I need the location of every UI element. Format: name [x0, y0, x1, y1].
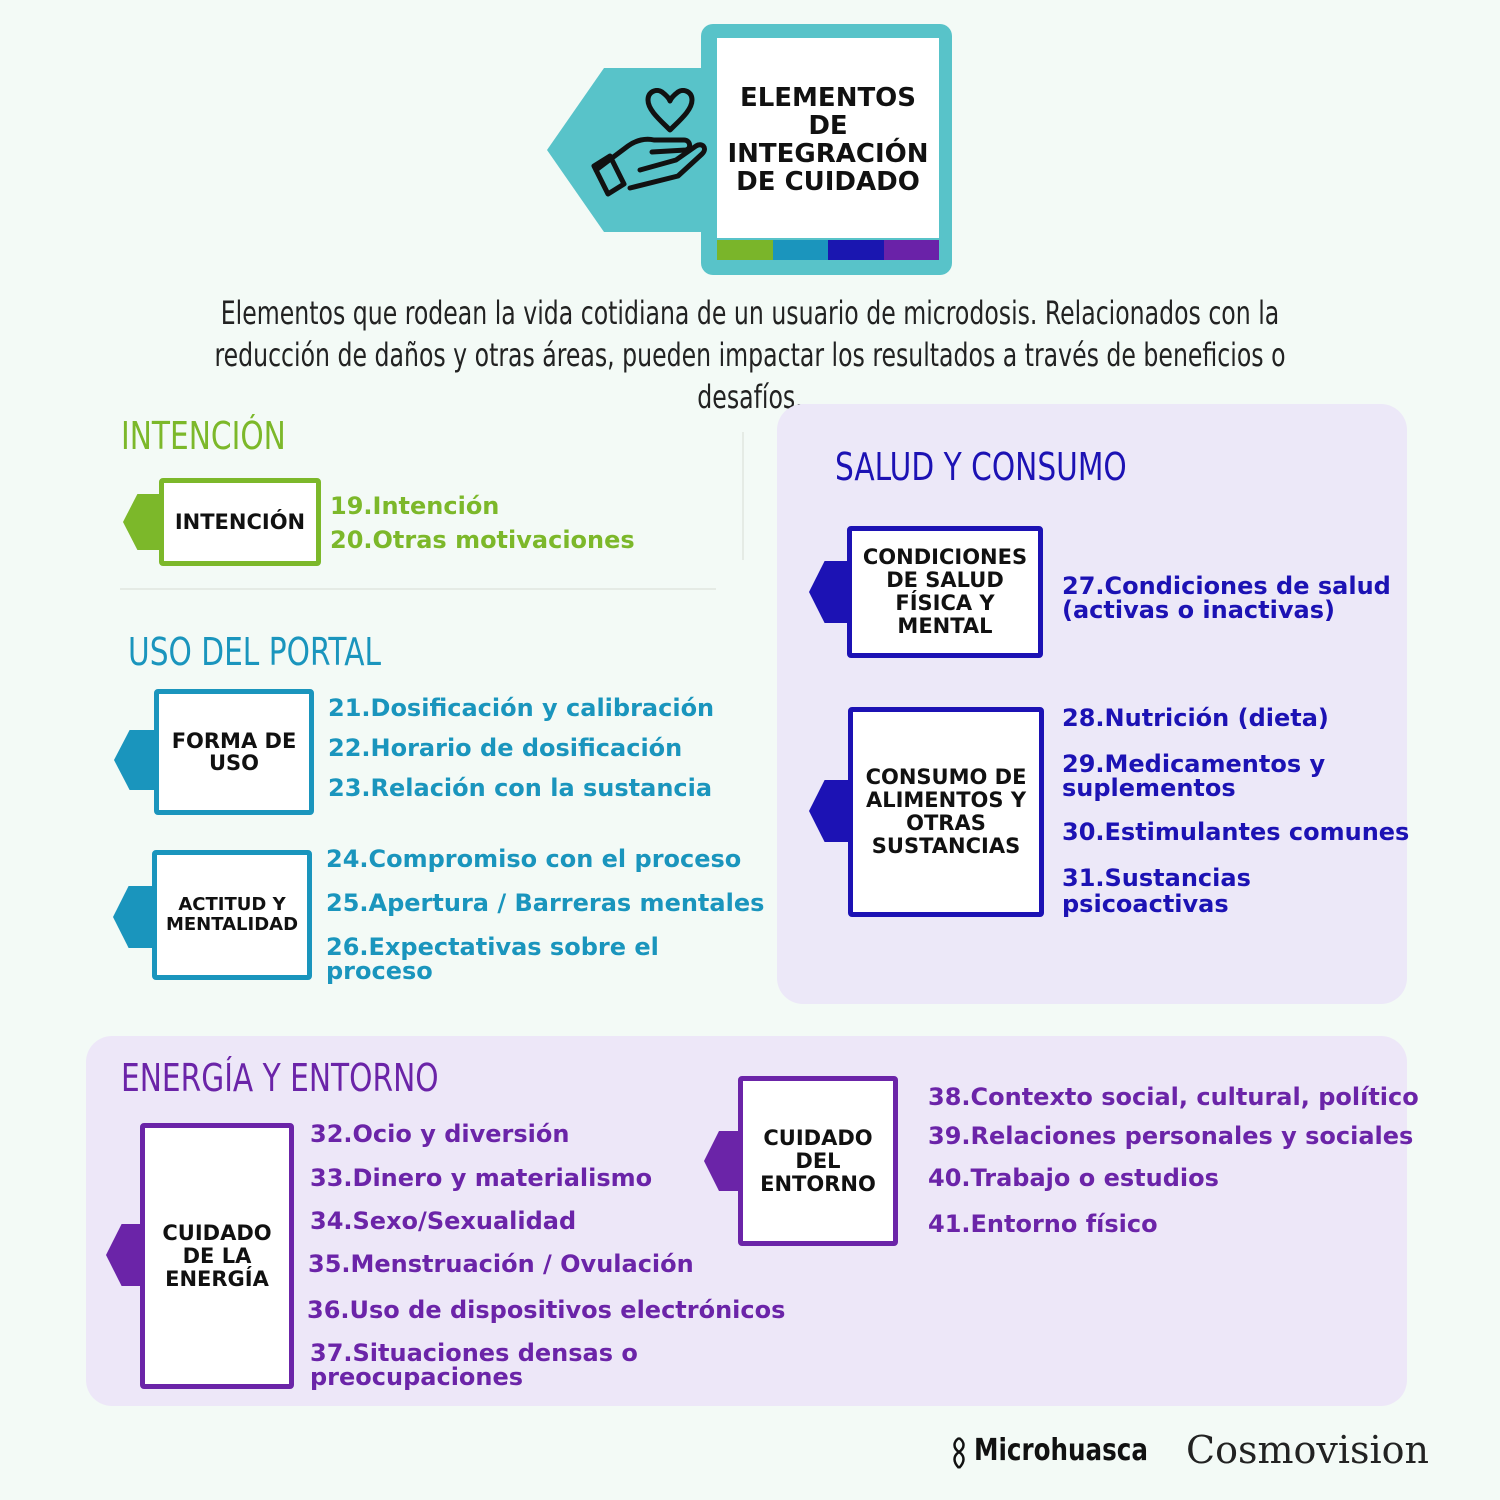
energia-title: ENERGÍA Y ENTORNO	[121, 1056, 439, 1100]
item-21: 21.Dosificación y calibración	[328, 694, 715, 722]
cuidado-energia-box: CUIDADO DE LA ENERGÍA	[140, 1123, 294, 1389]
item-35: 35.Menstruación / Ovulación	[308, 1250, 694, 1278]
forma-box: FORMA DE USO	[154, 689, 314, 815]
header-title: ELEMENTOS DE INTEGRACIÓN DE CUIDADO	[727, 83, 929, 197]
divider-horizontal	[120, 588, 716, 590]
bar-teal	[772, 240, 828, 260]
hand-heart-icon	[591, 88, 707, 197]
actitud-box: ACTITUD Y MENTALIDAD	[152, 850, 312, 980]
intencion-title: INTENCIÓN	[121, 414, 286, 458]
item-25: 25.Apertura / Barreras mentales	[326, 889, 765, 917]
cuidado-entorno-box: CUIDADO DEL ENTORNO	[738, 1076, 898, 1246]
item-39: 39.Relaciones personales y sociales	[928, 1122, 1414, 1150]
divider-vertical	[742, 432, 744, 560]
item-38: 38.Contexto social, cultural, político	[928, 1083, 1419, 1111]
microhuasca-logo: Microhuasca	[974, 1433, 1148, 1468]
item-32: 32.Ocio y diversión	[310, 1120, 570, 1148]
cosmovision-logo: Cosmovision	[1186, 1428, 1429, 1472]
intro-text: Elementos que rodean la vida cotidiana d…	[214, 294, 1286, 416]
bar-blue	[828, 240, 884, 260]
item-29: 29.Medicamentos y suplementos	[1062, 750, 1326, 802]
salud-title: SALUD Y CONSUMO	[835, 445, 1127, 489]
item-27: 27.Condiciones de salud (activas o inact…	[1062, 572, 1391, 624]
consumo-box: CONSUMO DE ALIMENTOS Y OTRAS SUSTANCIAS	[848, 707, 1044, 917]
bar-green	[717, 240, 773, 260]
item-24: 24.Compromiso con el proceso	[326, 845, 742, 873]
item-40: 40.Trabajo o estudios	[928, 1164, 1219, 1192]
condiciones-box: CONDICIONES DE SALUD FÍSICA Y MENTAL	[847, 526, 1043, 658]
item-36: 36.Uso de dispositivos electrónicos	[307, 1296, 786, 1324]
item-19: 19.Intención	[330, 492, 500, 520]
item-23: 23.Relación con la sustancia	[328, 774, 713, 802]
item-22: 22.Horario de dosificación	[328, 734, 683, 762]
item-34: 34.Sexo/Sexualidad	[310, 1207, 577, 1235]
microhuasca-logo-icon	[953, 1436, 965, 1469]
item-26: 26.Expectativas sobre el proceso	[326, 933, 659, 985]
item-41: 41.Entorno físico	[928, 1210, 1158, 1238]
bar-purple	[883, 240, 939, 260]
item-30: 30.Estimulantes comunes	[1062, 818, 1410, 846]
header-card	[717, 38, 939, 238]
item-31: 31.Sustancias psicoactivas	[1062, 864, 1251, 918]
portal-title: USO DEL PORTAL	[128, 630, 381, 674]
item-28: 28.Nutrición (dieta)	[1062, 704, 1329, 732]
intencion-box: INTENCIÓN	[159, 478, 321, 566]
item-33: 33.Dinero y materialismo	[310, 1164, 653, 1192]
header-color-bar	[717, 240, 939, 260]
item-20: 20.Otras motivaciones	[330, 526, 635, 554]
item-37: 37.Situaciones densas o preocupaciones	[310, 1339, 638, 1391]
